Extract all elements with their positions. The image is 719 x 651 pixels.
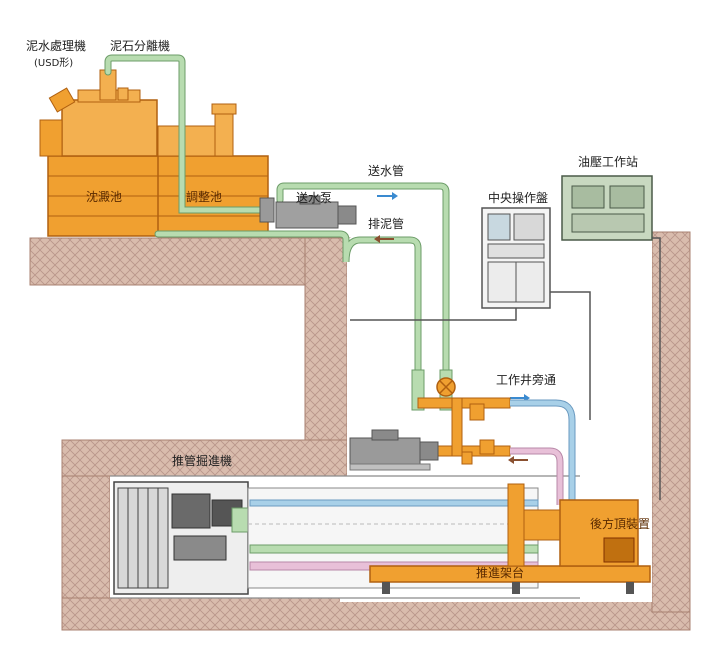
label-settling-tank: 沈澱池: [86, 191, 122, 205]
label-feed-pipe: 送水管: [368, 165, 404, 179]
label-tbm: 推管掘進機: [172, 455, 232, 469]
tunnel-boring-machine: [114, 482, 248, 594]
label-slurry-plant-type: (USD形): [34, 58, 73, 70]
label-hydraulic-station: 油壓工作站: [578, 156, 638, 170]
label-jack: 後方頂裝置: [590, 518, 650, 532]
label-central-panel: 中央操作盤: [488, 192, 548, 206]
label-separator: 泥石分離機: [110, 40, 170, 54]
label-thrust-frame: 推進架台: [476, 567, 524, 581]
label-feed-pump: 送水泵: [296, 192, 332, 206]
label-bypass: 工作井旁通: [496, 374, 556, 388]
label-discharge-pipe: 排泥管: [368, 218, 404, 232]
central-control-panel: [482, 208, 550, 308]
hydraulic-power-station: [562, 176, 652, 240]
label-adjust-tank: 調整池: [186, 191, 222, 205]
label-slurry-plant: 泥水處理機: [26, 40, 86, 54]
